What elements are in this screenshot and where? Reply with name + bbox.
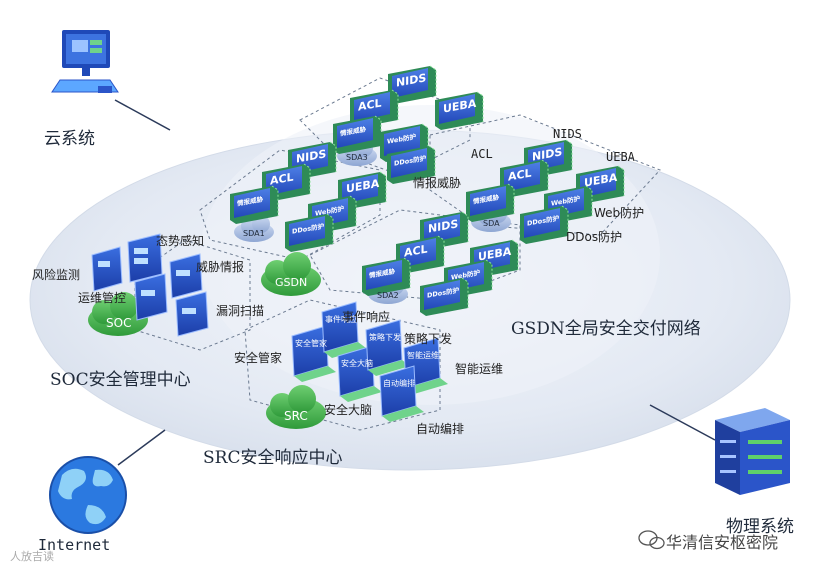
gsdn-web-protect-label: Web防护	[594, 206, 645, 220]
src-screen-text-orch: 自动编排	[383, 378, 415, 388]
src-policy-issue-label: 策略下发	[404, 332, 453, 346]
security-block-label-acl: ACL	[508, 167, 532, 184]
security-block-label-ueba: UEBA	[478, 245, 512, 264]
security-block-acl: ACL	[500, 159, 549, 198]
soc-threat-intel-label: 威胁情报	[196, 260, 245, 274]
security-block-label-nids: NIDS	[428, 217, 458, 235]
gsdn-network-label: GSDN全局安全交付网络	[511, 319, 701, 339]
src-auto-orchestration-label: 自动编排	[416, 422, 465, 436]
security-block-ddos: DDos防护	[285, 213, 334, 252]
security-block-label-ueba: UEBA	[346, 177, 380, 196]
watermark-sub: 人放吉读	[10, 550, 54, 563]
src-screen-text-ops: 智能运维	[407, 350, 439, 360]
src-screens	[291, 301, 448, 422]
security-block-intel: 情报威胁	[362, 257, 411, 296]
soc-vuln-scan-label: 漏洞扫描	[216, 304, 265, 318]
security-block-label-acl: ACL	[270, 171, 294, 188]
cloud-connector	[114, 99, 171, 131]
src-smart-ops-label: 智能运维	[455, 362, 504, 376]
src-security-brain-label: 安全大脑	[324, 403, 373, 417]
security-block-nids: NIDS	[288, 141, 337, 180]
soc-risk-monitor-label: 风险监测	[32, 268, 81, 282]
wechat-icon	[638, 530, 665, 550]
physical-server-icon	[715, 408, 790, 495]
sda-label: SDA	[483, 219, 500, 228]
security-block-intel: 情报威胁	[333, 115, 382, 154]
soc-ops-control-label: 运维管控	[78, 291, 127, 305]
gsdn-cloud-label: GSDN	[275, 276, 307, 289]
internet-label: Internet	[38, 536, 111, 554]
watermark-text: 华清信安枢密院	[666, 533, 779, 552]
src-screen-text-event: 事件响应	[325, 314, 357, 324]
cloud-system-label: 云系统	[44, 129, 95, 149]
security-block-ddos: DDos防护	[420, 277, 469, 316]
internet-connector	[117, 429, 166, 466]
gsdn-nids-label: NIDS	[553, 127, 582, 141]
gsdn-ueba-label: UEBA	[606, 150, 635, 164]
gsdn-ddos-protect-label: DDos防护	[566, 230, 623, 244]
security-block-label-nids: NIDS	[396, 71, 426, 89]
soc-center-label: SOC安全管理中心	[50, 370, 191, 390]
security-block-cluster: NIDSUEBAACL情报威胁Web防护DDos防护NIDSUEBAACL情报威…	[230, 65, 625, 316]
security-block-label-acl: ACL	[404, 243, 428, 260]
gsdn-cloud-icon	[261, 252, 321, 296]
gsdn-intel-threat-label: 情报威胁	[413, 176, 462, 190]
internet-globe-icon	[49, 456, 127, 534]
physical-connector	[649, 404, 716, 441]
security-block-label-nids: NIDS	[296, 147, 326, 165]
security-block-ddos: DDos防护	[520, 205, 569, 244]
security-block-label-ueba: UEBA	[584, 171, 618, 190]
soc-situation-label: 态势感知	[156, 234, 205, 248]
src-cloud-icon	[266, 385, 326, 429]
security-block-label-acl: ACL	[358, 97, 382, 114]
security-block-ddos: DDos防护	[387, 145, 436, 184]
src-security-keeper-label: 安全管家	[234, 351, 283, 365]
src-event-response-label: 事件响应	[342, 310, 391, 324]
security-block-intel: 情报威胁	[466, 183, 515, 222]
sda3-label: SDA3	[346, 153, 368, 162]
src-screen-text-policy: 策略下发	[369, 332, 401, 342]
physical-system-label: 物理系统	[726, 517, 794, 537]
sda1-label: SDA1	[243, 229, 265, 238]
cloud-computer-icon	[51, 30, 119, 93]
security-block-intel: 情报威胁	[230, 185, 279, 224]
sda2-label: SDA2	[377, 291, 399, 300]
soc-cloud-icon	[88, 292, 148, 336]
src-center-label: SRC安全响应中心	[203, 448, 343, 468]
gsdn-acl-label: ACL	[471, 147, 493, 161]
security-block-label-ueba: UEBA	[443, 97, 477, 116]
soc-screens	[91, 233, 209, 337]
src-cloud-label: SRC	[284, 409, 308, 423]
security-block-nids: NIDS	[388, 65, 437, 104]
src-screen-text-keeper: 安全管家	[295, 338, 327, 348]
src-screen-text-brain: 安全大脑	[341, 358, 373, 368]
soc-cloud-label: SOC	[106, 316, 131, 330]
security-block-label-nids: NIDS	[532, 145, 562, 163]
security-block-ueba: UEBA	[435, 91, 484, 130]
